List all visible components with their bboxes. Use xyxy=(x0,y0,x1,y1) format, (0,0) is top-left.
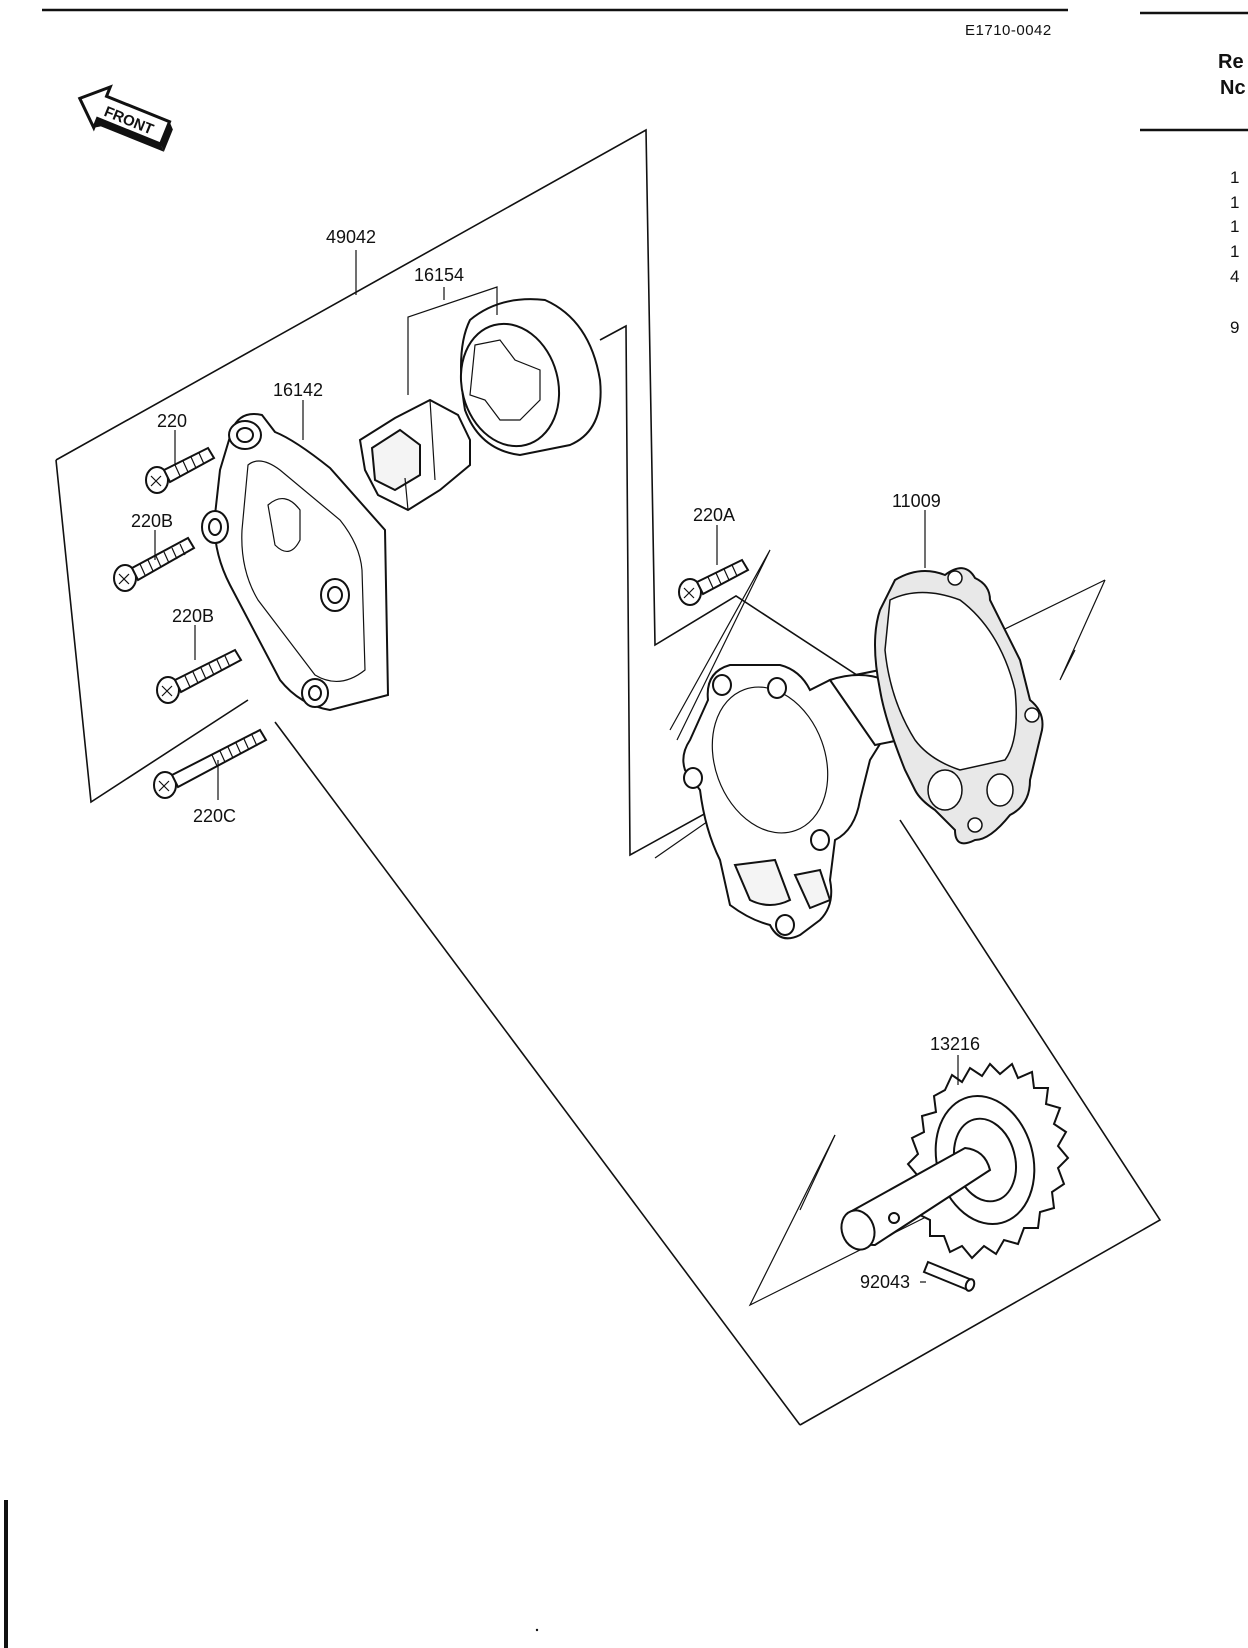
pump-housing xyxy=(682,664,915,940)
callout-49042: 49042 xyxy=(326,227,376,247)
ref-number-6: 9 xyxy=(1230,318,1239,337)
ref-header-line1: Re xyxy=(1218,51,1244,73)
ref-number-1: 1 xyxy=(1230,168,1239,187)
callout-13216: 13216 xyxy=(930,1034,980,1054)
front-arrow-icon: FRONT xyxy=(77,84,173,152)
callout-220C: 220C xyxy=(193,806,236,826)
ref-number-5: 4 xyxy=(1230,267,1239,286)
page-dot xyxy=(535,1628,539,1632)
pin-92043 xyxy=(922,1260,976,1292)
callout-220B-lower: 220B xyxy=(172,606,214,626)
gasket-arrow xyxy=(669,549,771,741)
gasket-11009 xyxy=(874,567,1044,845)
callout-220: 220 xyxy=(157,411,187,431)
ref-number-3: 1 xyxy=(1230,217,1239,236)
callout-16154: 16154 xyxy=(414,265,464,285)
cover-to-gear-line xyxy=(274,721,801,1426)
callout-220B-upper: 220B xyxy=(131,511,173,531)
gear-arrow-tip xyxy=(799,1134,836,1211)
gasket-arrow-right xyxy=(1059,579,1106,681)
outer-rotor-16154 xyxy=(459,298,602,457)
rotor-axis-box xyxy=(599,324,774,857)
callout-16142: 16142 xyxy=(273,380,323,400)
bolt-220B-lower xyxy=(156,648,243,704)
ref-number-2: 1 xyxy=(1230,193,1239,212)
callout-92043: 92043 xyxy=(860,1272,910,1292)
gear-group-outline xyxy=(799,819,1162,1426)
bolt-220B-upper xyxy=(113,536,196,592)
bolt-220 xyxy=(145,446,216,494)
bolt-220C xyxy=(153,728,268,799)
callout-11009: 11009 xyxy=(892,491,941,511)
diagram-code: E1710-0042 xyxy=(965,22,1052,39)
cover-group-outline xyxy=(55,128,896,701)
inner-rotor-16154 xyxy=(358,398,471,512)
callout-220A: 220A xyxy=(693,505,735,525)
pump-cover-16142 xyxy=(201,413,390,712)
leader-16154 xyxy=(407,286,498,335)
pump-gear-13216 xyxy=(840,1062,1070,1260)
ref-number-4: 1 xyxy=(1230,242,1239,261)
cover-group-outline-left xyxy=(55,459,249,804)
ref-header-line2: Nc xyxy=(1220,77,1246,99)
bolt-220A xyxy=(678,558,750,606)
